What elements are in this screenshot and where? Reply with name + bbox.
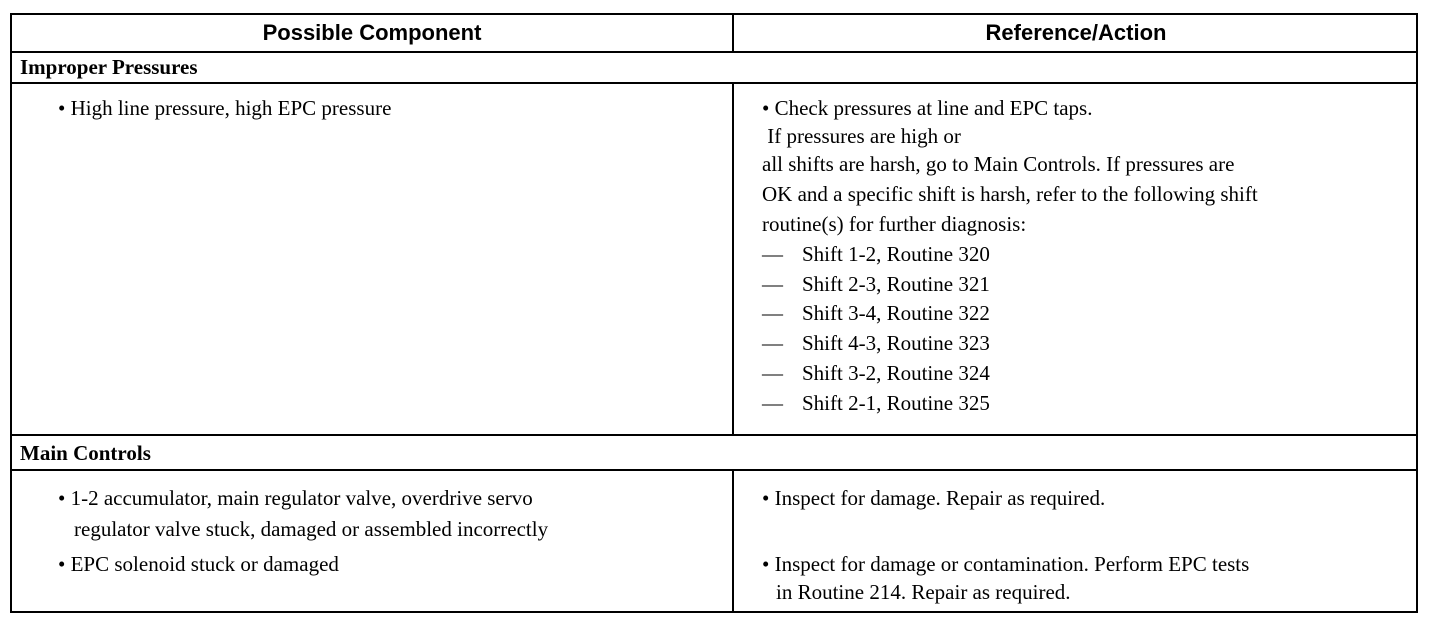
dash-glyph: — (762, 331, 783, 355)
header-possible-component: Possible Component (12, 15, 734, 51)
routine-item: — Shift 1-2, Routine 320 (762, 239, 990, 269)
troubleshooting-table: Possible Component Reference/Action Impr… (10, 13, 1418, 613)
table-row: • High line pressure, high EPC pressure … (12, 84, 1416, 436)
header-reference-action: Reference/Action (985, 20, 1167, 45)
section-improper-pressures: Improper Pressures (12, 51, 1416, 84)
action-line: • Check pressures at line and EPC taps. (762, 96, 1093, 120)
routine-label: Shift 3-4, Routine 322 (802, 301, 990, 325)
action-line: all shifts are harsh, go to Main Control… (762, 152, 1235, 176)
table-row: • 1-2 accumulator, main regulator valve,… (12, 471, 1416, 611)
action-cell: • Check pressures at line and EPC taps. … (734, 84, 1418, 434)
routine-label: Shift 4-3, Routine 323 (802, 331, 990, 355)
dash-glyph: — (762, 361, 783, 385)
routine-label: Shift 1-2, Routine 320 (802, 242, 990, 266)
routine-item: — Shift 3-2, Routine 324 (762, 358, 990, 388)
dash-glyph: — (762, 272, 783, 296)
section-main-controls: Main Controls (12, 436, 1416, 471)
routine-item: — Shift 3-4, Routine 322 (762, 298, 990, 328)
action-cell: • Inspect for damage. Repair as required… (734, 471, 1418, 611)
table-header: Possible Component Reference/Action (12, 15, 1416, 53)
component-text: • 1-2 accumulator, main regulator valve,… (58, 486, 533, 510)
action-line: • Inspect for damage. Repair as required… (762, 486, 1106, 510)
dash-glyph: — (762, 391, 783, 415)
routine-label: Shift 2-1, Routine 325 (802, 391, 990, 415)
dash-glyph: — (762, 301, 783, 325)
routine-item: — Shift 2-3, Routine 321 (762, 269, 990, 299)
action-line: OK and a specific shift is harsh, refer … (762, 182, 1258, 206)
component-text: • High line pressure, high EPC pressure (58, 96, 392, 120)
action-line: • Inspect for damage or contamination. P… (762, 552, 1250, 576)
component-cell: • High line pressure, high EPC pressure (12, 84, 734, 434)
routine-label: Shift 3-2, Routine 324 (802, 361, 990, 385)
component-cell: • 1-2 accumulator, main regulator valve,… (12, 471, 734, 611)
action-line: routine(s) for further diagnosis: (762, 212, 1027, 236)
component-text: regulator valve stuck, damaged or assemb… (74, 517, 549, 541)
routine-item: — Shift 2-1, Routine 325 (762, 388, 990, 418)
component-text: • EPC solenoid stuck or damaged (58, 552, 339, 576)
action-line: in Routine 214. Repair as required. (776, 580, 1071, 604)
routine-item: — Shift 4-3, Routine 323 (762, 328, 990, 358)
action-line: If pressures are high or (762, 124, 961, 148)
routine-label: Shift 2-3, Routine 321 (802, 272, 990, 296)
dash-glyph: — (762, 242, 783, 266)
